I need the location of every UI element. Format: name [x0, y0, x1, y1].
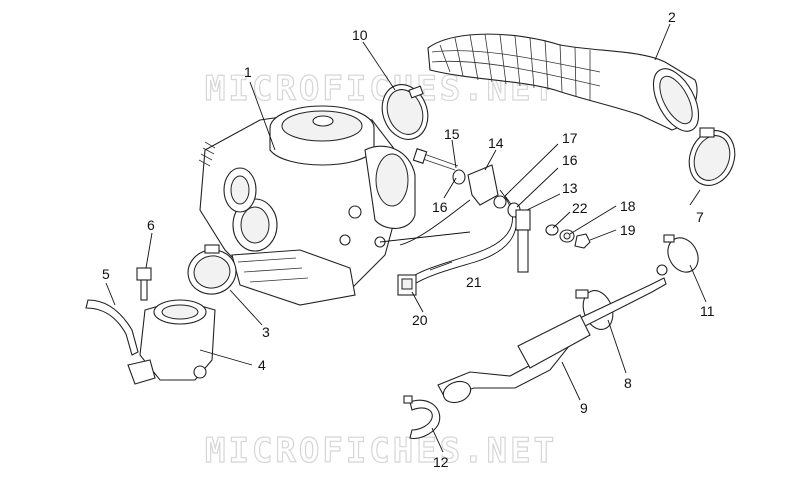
part-3-hose-clamp[interactable] — [185, 244, 240, 298]
part-7-hose-clamp[interactable] — [682, 124, 742, 192]
part-13-jet[interactable] — [515, 209, 531, 273]
callout-16-right[interactable]: 16 — [562, 152, 578, 168]
callout-2[interactable]: 2 — [668, 9, 676, 25]
part-5-vent-tube[interactable] — [85, 299, 139, 356]
part-11-hose-clamp[interactable] — [662, 232, 704, 277]
callout-19[interactable]: 19 — [620, 222, 636, 238]
callout-13[interactable]: 13 — [562, 180, 578, 196]
callout-10[interactable]: 10 — [352, 27, 368, 43]
callout-5[interactable]: 5 — [102, 266, 110, 282]
part-6-bolt[interactable] — [136, 267, 152, 301]
part-20-connector[interactable] — [397, 274, 417, 296]
callout-17[interactable]: 17 — [562, 130, 578, 146]
part-1-carburettor[interactable] — [198, 105, 471, 306]
part-2-intake-duct[interactable] — [427, 33, 708, 138]
callout-21[interactable]: 21 — [466, 274, 482, 290]
part-19-nut[interactable] — [574, 233, 591, 249]
callout-15[interactable]: 15 — [444, 126, 460, 142]
callout-9[interactable]: 9 — [580, 400, 588, 416]
callout-14[interactable]: 14 — [488, 135, 504, 151]
callout-6[interactable]: 6 — [147, 217, 155, 233]
watermark-bottom: MICROFICHES.NET — [205, 431, 557, 471]
callout-4[interactable]: 4 — [258, 357, 266, 373]
callout-12[interactable]: 12 — [433, 454, 449, 470]
callout-labels: 1 2 3 4 5 6 7 8 9 10 11 12 13 14 15 16 1… — [102, 9, 715, 470]
callout-1[interactable]: 1 — [244, 64, 252, 80]
callout-16-left[interactable]: 16 — [432, 199, 448, 215]
callout-18[interactable]: 18 — [620, 198, 636, 214]
callout-22[interactable]: 22 — [572, 200, 588, 216]
part-18-washer[interactable] — [559, 229, 575, 243]
part-4-intake-manifold[interactable] — [127, 299, 216, 385]
callout-11[interactable]: 11 — [700, 303, 715, 319]
callout-3[interactable]: 3 — [262, 324, 270, 340]
part-9-pipe[interactable] — [437, 264, 668, 406]
part-14-bracket[interactable] — [467, 164, 499, 206]
part-17-valve[interactable] — [493, 195, 507, 209]
part-15-screw[interactable] — [412, 148, 459, 171]
leader-lines — [105, 23, 707, 453]
callout-7[interactable]: 7 — [696, 209, 704, 225]
part-22-washer[interactable] — [545, 224, 559, 236]
part-10-hose-clamp[interactable] — [375, 78, 435, 146]
callout-8[interactable]: 8 — [624, 375, 632, 391]
callout-20[interactable]: 20 — [412, 312, 428, 328]
